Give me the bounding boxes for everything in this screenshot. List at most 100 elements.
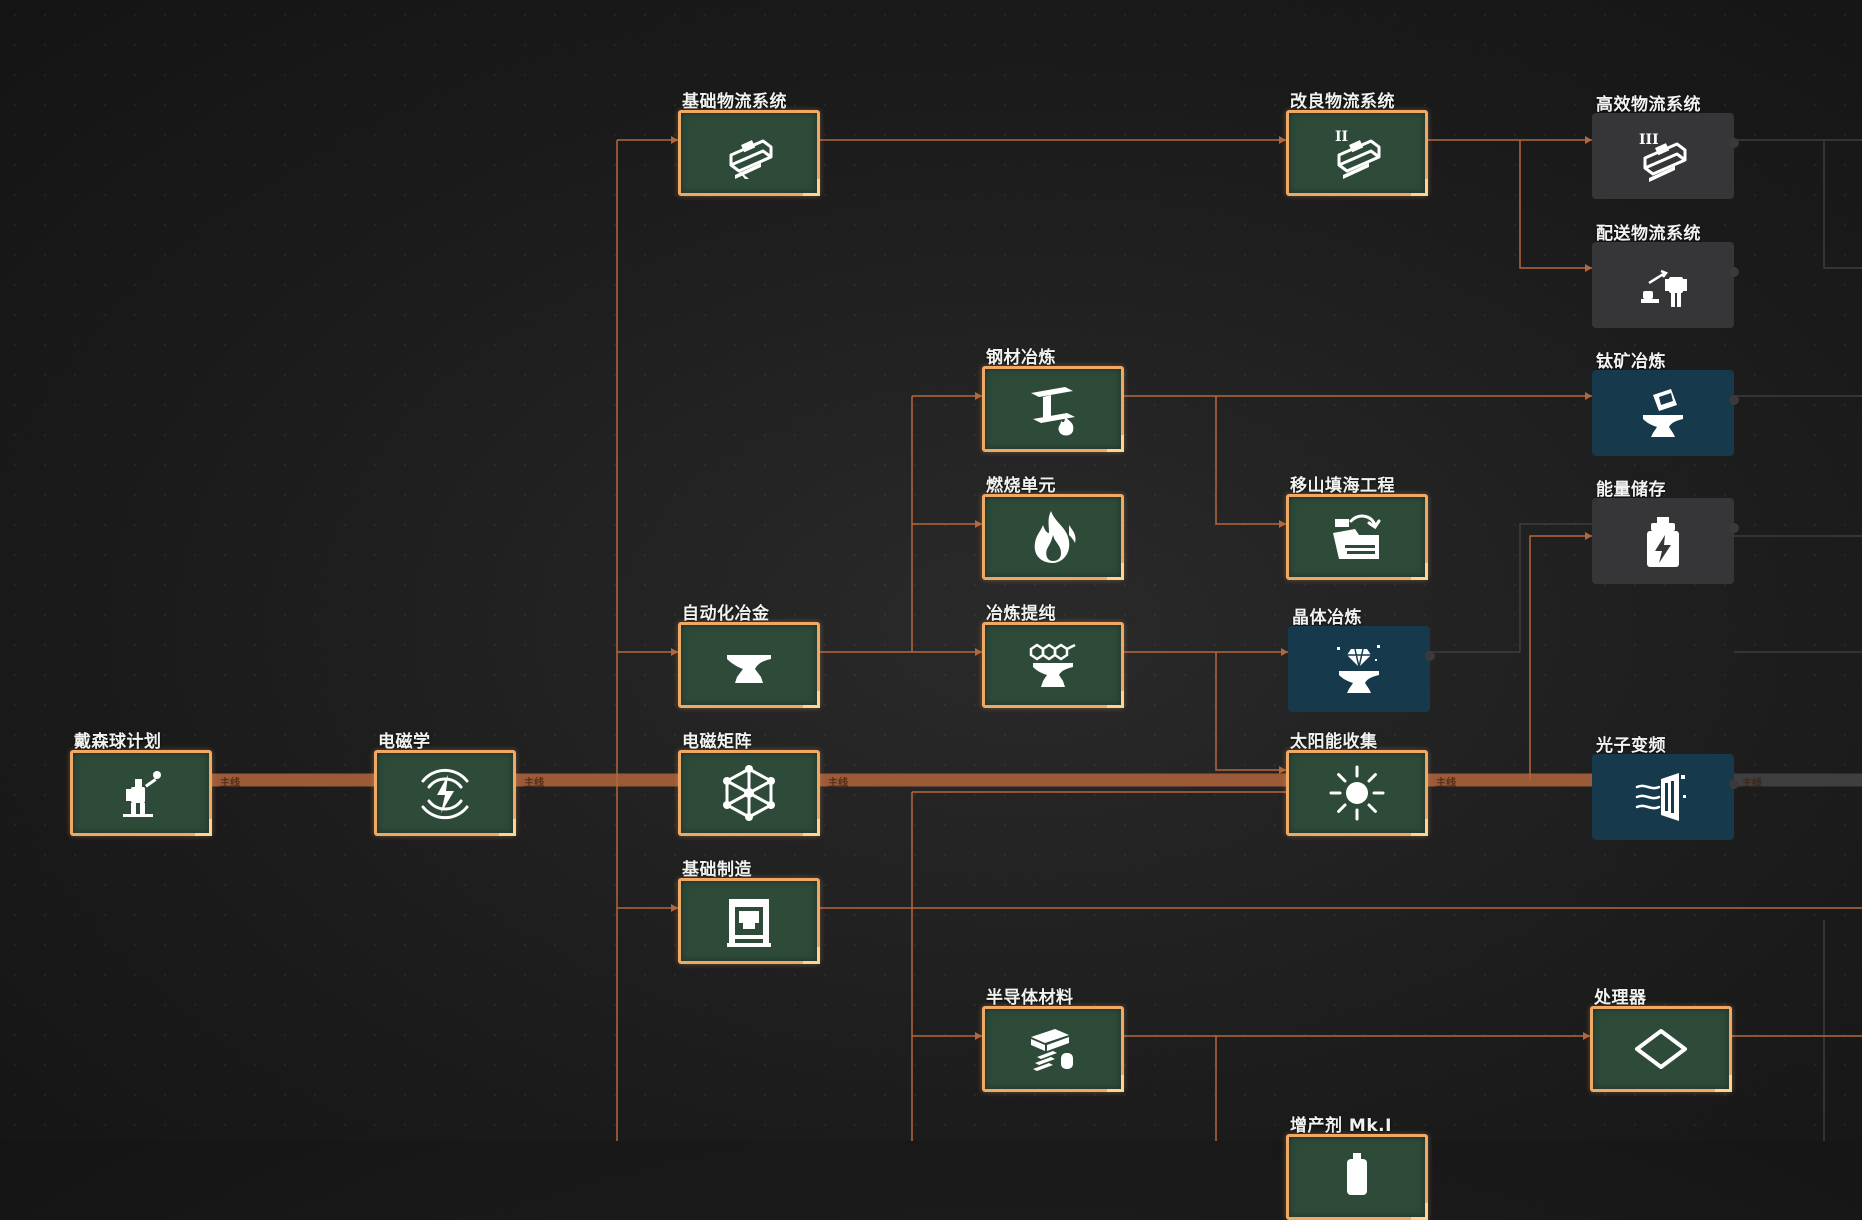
steel-beam-icon [1031,387,1075,436]
connector-arrow [1279,766,1286,774]
tech-node-auto-metallurgy[interactable]: 自动化冶金 [678,604,820,708]
tech-node-button[interactable]: II [1286,110,1428,196]
tech-node-title: 电磁矩阵 [682,732,752,752]
tech-node-title: 燃烧单元 [986,476,1056,496]
tech-node-title: 改良物流系统 [1290,92,1395,112]
processor-icon [1635,1029,1687,1069]
tech-node-button[interactable] [374,750,516,836]
mech-flag-icon [123,771,161,817]
tech-node-energy-storage[interactable]: 能量储存 [1592,480,1739,584]
photon-panel-icon [1635,773,1686,821]
tech-node-title: 基础制造 [682,860,752,880]
tech-node-crystal-smelting[interactable]: 晶体冶炼 [1288,608,1435,712]
tech-node-proliferator[interactable]: 增产剂 Mk.I [1286,1116,1428,1220]
connector-line [1519,140,1592,269]
tech-node-em[interactable]: 电磁学 [374,732,516,836]
background-grid [0,0,1862,1141]
sun-icon [1329,765,1385,821]
tech-node-button[interactable] [982,366,1124,452]
tech-node-button[interactable] [982,1006,1124,1092]
tech-node-high-logistics[interactable]: 高效物流系统 III [1592,95,1739,199]
tech-node-title: 增产剂 Mk.I [1290,1116,1392,1136]
connector-arrow [975,520,982,528]
fire-icon [1034,511,1076,563]
connector-arrow [1585,136,1592,144]
connector-arrow [1281,648,1288,656]
tech-node-title: 处理器 [1594,988,1647,1008]
battery-icon [1647,517,1679,567]
titanium-anvil-icon [1643,389,1683,437]
connector-arrow [671,136,678,144]
tech-node-basic-logistics[interactable]: 基础物流系统 [678,92,820,196]
tech-node-button[interactable] [1592,370,1739,456]
tech-node-button[interactable] [1288,626,1435,712]
connector-arrow [1279,520,1286,528]
tech-node-combustion[interactable]: 燃烧单元 [982,476,1124,580]
connector-arrow [975,392,982,400]
tech-node-button[interactable] [982,494,1124,580]
tech-node-title: 移山填海工程 [1290,476,1395,496]
tech-node-smelting-purification[interactable]: 冶炼提纯 [982,604,1124,708]
tech-node-basic-assembling[interactable]: 基础制造 [678,860,820,964]
matrix-cube-icon [723,765,775,821]
tech-node-button[interactable] [1592,242,1739,328]
connector-arrow [975,1032,982,1040]
tech-node-title: 钛矿冶炼 [1596,352,1666,372]
tech-node-dyson[interactable]: 戴森球计划 [70,732,212,836]
terraform-icon [1333,514,1381,559]
tech-node-improved-logistics[interactable]: 改良物流系统 II [1286,92,1428,196]
tech-node-semiconductor[interactable]: 半导体材料 [982,988,1124,1092]
tech-node-title: 晶体冶炼 [1292,608,1362,628]
connector-arrow [671,904,678,912]
svg-text:II: II [1335,129,1348,145]
tech-node-title: 半导体材料 [986,988,1074,1008]
conveyor-icon [729,139,773,179]
connector-arrow [975,648,982,656]
lightning-wave-icon [421,768,469,820]
tech-node-steel[interactable]: 钢材冶炼 [982,348,1124,452]
svg-text:III: III [1639,132,1659,148]
tech-node-button[interactable] [70,750,212,836]
connector-arrow [1585,392,1592,400]
conveyor-ii-icon: II [1335,129,1381,179]
proliferator-icon [1347,1153,1367,1195]
tech-node-button[interactable] [1286,494,1428,580]
tech-node-button[interactable] [1592,498,1739,584]
tech-node-em-matrix[interactable]: 电磁矩阵 [678,732,820,836]
tech-node-landfill[interactable]: 移山填海工程 [1286,476,1428,580]
tech-node-distribution[interactable]: 配送物流系统 [1592,224,1739,328]
tech-node-button[interactable]: III [1592,113,1739,199]
connection-lines [212,136,1862,1141]
tech-node-title: 能量储存 [1596,480,1666,500]
tech-node-solar[interactable]: 太阳能收集 [1286,732,1428,836]
chip-stack-icon [1031,1029,1073,1071]
tech-node-titanium[interactable]: 钛矿冶炼 [1592,352,1739,456]
tech-node-title: 冶炼提纯 [986,604,1056,624]
connector-line [1529,535,1592,780]
tech-node-title: 钢材冶炼 [986,348,1056,368]
tech-node-title: 配送物流系统 [1596,224,1701,244]
tech-node-photon[interactable]: 光子变频 [1592,736,1739,840]
connector-arrow [671,648,678,656]
tech-node-button[interactable] [1592,754,1739,840]
tech-node-title: 光子变频 [1596,736,1666,756]
conveyor-iii-icon: III [1639,132,1687,182]
tech-node-button[interactable] [1286,750,1428,836]
tech-node-button[interactable] [678,878,820,964]
tech-node-title: 电磁学 [378,732,431,752]
assembler-icon [727,899,771,947]
molecule-anvil-icon [1029,643,1076,687]
tech-node-title: 自动化冶金 [682,604,770,624]
tech-node-button[interactable] [678,750,820,836]
tech-node-button[interactable] [1590,1006,1732,1092]
tech-node-button[interactable] [678,622,820,708]
tech-node-button[interactable] [982,622,1124,708]
connector-arrow [1585,264,1592,272]
tech-node-button[interactable] [1286,1134,1428,1220]
connector-line [1215,396,1286,525]
tech-node-button[interactable] [678,110,820,196]
connector-arrow [1279,136,1286,144]
tech-node-title: 高效物流系统 [1596,95,1701,115]
tech-node-processor[interactable]: 处理器 [1590,988,1732,1092]
